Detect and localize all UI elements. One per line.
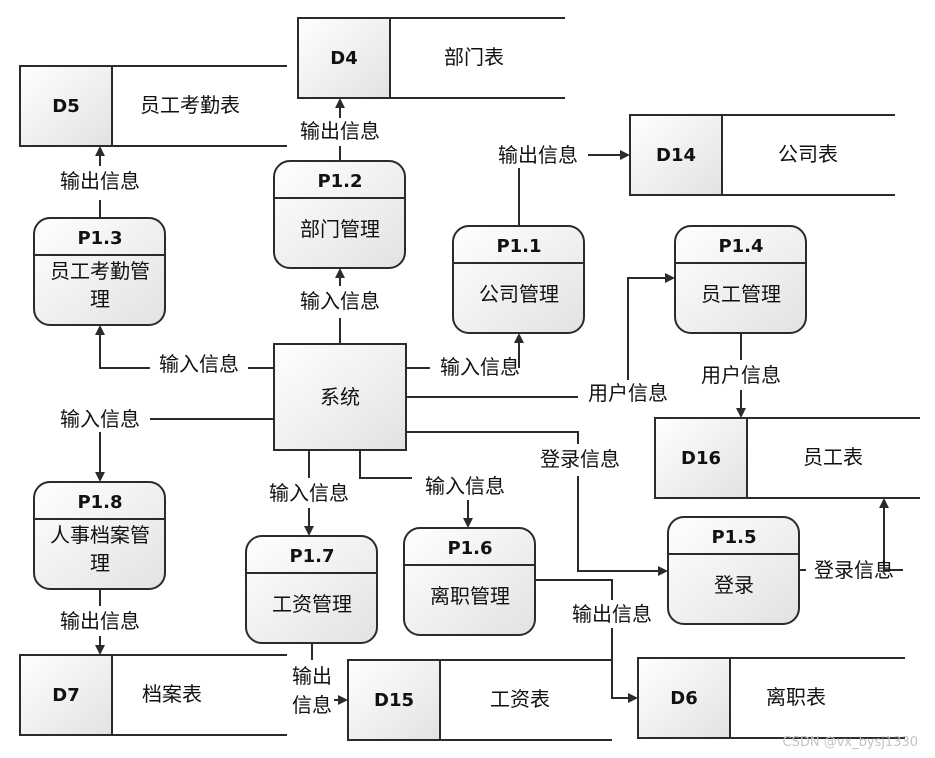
flow-labels: 输出信息 输出信息 输出信息 输入信息 输入信息 输入信息 用户信息 用户信息 …	[60, 119, 894, 717]
flow-label-user-info: 用户信息	[588, 381, 668, 405]
store-d5-id: D5	[52, 96, 79, 117]
flow-label-login-info: 登录信息	[540, 447, 620, 471]
process-p1-4-id: P1.4	[718, 236, 763, 257]
store-d6-id: D6	[670, 688, 697, 709]
store-d16: D16 员工表	[654, 417, 920, 499]
process-p1-3: P1.3 员工考勤管 理	[33, 217, 166, 326]
flow-label-p18-out: 输出信息	[60, 609, 140, 633]
store-d7: D7 档案表	[19, 654, 287, 736]
store-d14-id: D14	[656, 145, 696, 166]
flow-label-d14-out: 输出信息	[498, 143, 578, 167]
watermark: CSDN @vx_bysj1330	[783, 735, 919, 750]
flow-label-p17-out-line2: 信息	[292, 693, 332, 717]
flow-label-p13-in: 输入信息	[159, 352, 239, 376]
flow-label-p12-in: 输入信息	[300, 289, 380, 313]
process-p1-8-id: P1.8	[77, 492, 122, 513]
store-d7-name: 档案表	[142, 682, 202, 706]
process-p1-3-name-line1: 员工考勤管	[50, 259, 150, 283]
store-d4-id: D4	[330, 48, 357, 69]
store-d5-name: 员工考勤表	[140, 93, 240, 117]
flow-label-p11-in: 输入信息	[440, 355, 520, 379]
store-d4: D4 部门表	[297, 17, 565, 99]
flow-arrow-sys-p14	[627, 273, 675, 380]
flow-label-p18-in: 输入信息	[60, 407, 140, 431]
flow-label-p14-user: 用户信息	[701, 363, 781, 387]
store-d14-name: 公司表	[778, 142, 838, 166]
process-p1-4: P1.4 员工管理	[674, 225, 807, 334]
process-p1-5-id: P1.5	[711, 527, 756, 548]
flow-label-p17-in: 输入信息	[269, 481, 349, 505]
system-label: 系统	[320, 385, 360, 409]
system-box: 系统	[273, 343, 407, 451]
process-p1-5-name: 登录	[714, 573, 754, 597]
process-p1-5: P1.5 登录	[667, 516, 800, 625]
flow-line-p16-d6-a	[535, 579, 613, 600]
store-d14: D14 公司表	[629, 114, 895, 196]
flow-label-p16-out: 输出信息	[572, 602, 652, 626]
store-d6: D6 离职表	[637, 657, 905, 739]
process-p1-6: P1.6 离职管理	[403, 527, 536, 636]
store-d15-id: D15	[374, 690, 414, 711]
flow-label-p15-login: 登录信息	[814, 558, 894, 582]
process-p1-7: P1.7 工资管理	[245, 535, 378, 644]
process-p1-3-id: P1.3	[77, 228, 122, 249]
process-p1-7-name: 工资管理	[272, 592, 352, 616]
process-p1-1: P1.1 公司管理	[452, 225, 585, 334]
process-p1-8: P1.8 人事档案管 理	[33, 481, 166, 590]
store-d16-id: D16	[681, 448, 721, 469]
process-p1-3-name-line2: 理	[90, 287, 110, 311]
process-p1-1-name: 公司管理	[479, 282, 559, 306]
process-p1-8-name-line2: 理	[90, 551, 110, 575]
flow-label-d4-out: 输出信息	[300, 119, 380, 143]
flow-arrow-p15-d16	[879, 498, 903, 571]
process-p1-7-id: P1.7	[289, 546, 334, 567]
flow-arrow-p16-d6	[611, 628, 638, 703]
process-p1-1-id: P1.1	[496, 236, 541, 257]
flow-lines	[95, 98, 903, 705]
process-p1-6-id: P1.6	[447, 538, 492, 559]
store-d7-id: D7	[52, 685, 79, 706]
flow-line-sys-p15-a	[406, 431, 579, 444]
flow-label-p16-in: 输入信息	[425, 474, 505, 498]
store-d4-name: 部门表	[444, 45, 504, 69]
process-p1-2: P1.2 部门管理	[273, 160, 406, 269]
store-d6-name: 离职表	[766, 685, 826, 709]
store-d15-name: 工资表	[490, 687, 550, 711]
store-d16-name: 员工表	[803, 445, 863, 469]
store-d5: D5 员工考勤表	[19, 65, 287, 147]
process-p1-8-name-line1: 人事档案管	[50, 523, 150, 547]
flow-label-d5-out: 输出信息	[60, 169, 140, 193]
process-p1-2-id: P1.2	[317, 171, 362, 192]
flow-label-p17-out-line1: 输出	[292, 664, 332, 688]
flow-arrow-sys-p13	[95, 325, 150, 369]
process-p1-2-name: 部门管理	[300, 217, 380, 241]
flow-arrow-sys-p15	[577, 476, 668, 576]
process-p1-4-name: 员工管理	[701, 282, 781, 306]
store-d15: D15 工资表	[347, 659, 612, 741]
flow-line-sys-p16-a	[359, 450, 412, 479]
process-p1-6-name: 离职管理	[430, 584, 510, 608]
